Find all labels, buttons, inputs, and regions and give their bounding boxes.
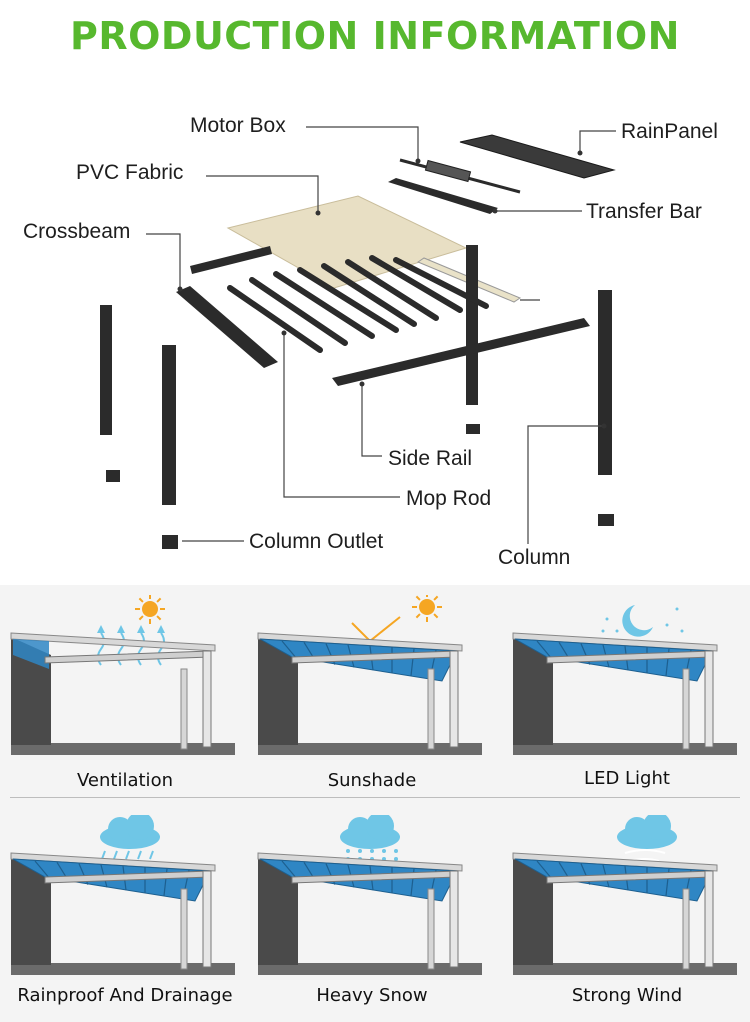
label-rain-panel: RainPanel <box>621 120 718 143</box>
label-motor-box: Motor Box <box>190 114 286 137</box>
feature-card-led-light: LED Light <box>507 595 747 800</box>
feature-label: LED Light <box>584 768 670 789</box>
wind-cloud-icon <box>617 815 677 862</box>
feature-card-ventilation: Ventilation <box>5 595 245 800</box>
column-outlet <box>106 470 120 482</box>
pergola-exploded-drawing <box>100 126 616 549</box>
exploded-diagram: PRODUCTION INFORMATION <box>23 14 718 569</box>
label-pvc-fabric: PVC Fabric <box>76 161 184 184</box>
moon-icon <box>601 605 684 637</box>
column-left-front <box>162 345 176 505</box>
feature-label: Strong Wind <box>571 985 683 1006</box>
feature-label: Rainproof And Drainage <box>17 985 233 1006</box>
column-left-back <box>100 305 112 435</box>
label-mop-rod: Mop Rod <box>406 487 492 510</box>
column-outlet <box>598 514 614 526</box>
label-transfer-bar: Transfer Bar <box>586 200 702 223</box>
transfer-bar <box>388 178 498 214</box>
label-crossbeam: Crossbeam <box>23 220 131 243</box>
column-outlet <box>162 535 178 549</box>
sun-icon <box>351 595 442 643</box>
feature-label: Ventilation <box>77 770 173 791</box>
rain-panel <box>459 134 616 179</box>
feature-card-strong-wind: Strong Wind <box>507 815 747 1020</box>
snow-cloud-icon <box>340 815 400 869</box>
label-side-rail: Side Rail <box>388 447 473 470</box>
feature-illustration <box>257 595 482 755</box>
feature-illustration <box>257 815 482 975</box>
feature-illustration <box>512 605 737 755</box>
label-column-outlet: Column Outlet <box>249 530 384 553</box>
label-column: Column <box>498 546 571 569</box>
feature-card-heavy-snow: Heavy Snow <box>252 815 492 1020</box>
feature-label: Sunshade <box>327 770 417 791</box>
feature-illustration <box>512 815 737 975</box>
leader-lines <box>146 126 616 544</box>
column-right <box>598 290 612 475</box>
feature-illustration <box>10 595 235 755</box>
feature-card-sunshade: Sunshade <box>252 595 492 800</box>
mop-rods <box>227 255 489 353</box>
feature-label: Heavy Snow <box>316 985 428 1006</box>
crossbeam-left <box>176 286 278 368</box>
page-title: PRODUCTION INFORMATION <box>69 14 680 58</box>
motor-box <box>424 159 472 183</box>
column-outlet <box>466 424 480 434</box>
back-right-column <box>466 245 478 405</box>
feature-card-rainproof-and-drainage: Rainproof And Drainage <box>5 815 245 1020</box>
side-rail <box>332 318 590 386</box>
feature-illustration <box>10 815 235 975</box>
rain-cloud-icon <box>100 815 160 860</box>
crossbeam-back <box>190 246 272 274</box>
features-divider <box>10 797 740 798</box>
